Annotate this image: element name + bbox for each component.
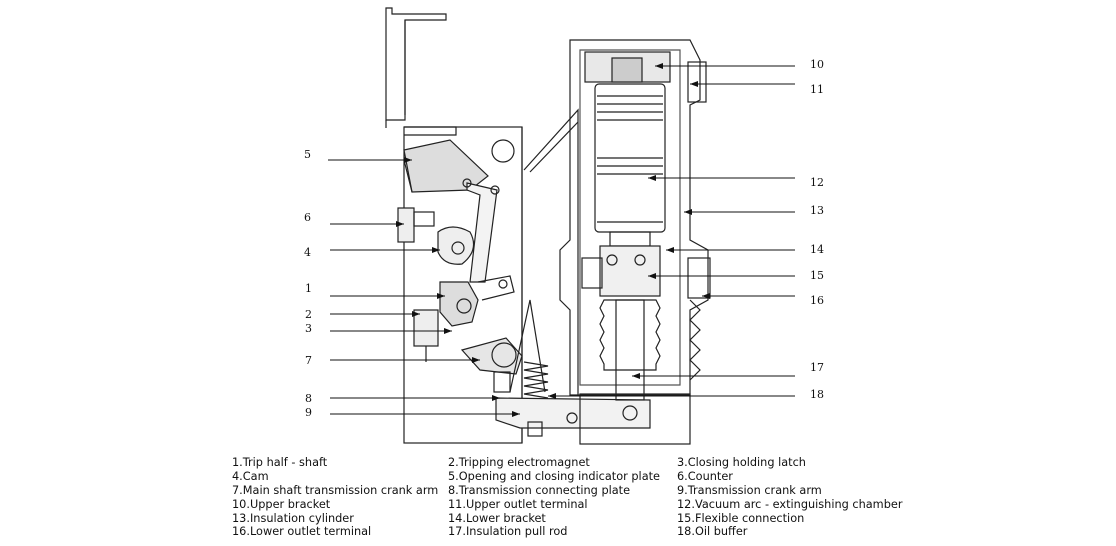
legend-item: 11.Upper outlet terminal <box>448 497 588 511</box>
legend-item: 10.Upper bracket <box>232 497 331 511</box>
callout-12: 12 <box>810 176 824 189</box>
legend-item: 13.Insulation cylinder <box>232 511 354 525</box>
trip-electromagnet <box>413 309 439 347</box>
callout-2: 2 <box>305 308 312 321</box>
legend-item: 4.Cam <box>232 469 269 483</box>
frame-hole <box>491 139 515 163</box>
legend-item: 8.Transmission connecting plate <box>448 483 631 497</box>
circuit-breaker-diagram: 5 6 4 1 2 3 7 8 9 10 11 12 13 14 15 16 1… <box>304 7 824 445</box>
callout-8: 8 <box>305 392 312 405</box>
callout-13: 13 <box>810 204 824 217</box>
main-shaft <box>491 342 517 368</box>
lower-terminal <box>687 257 711 299</box>
callout-11: 11 <box>810 83 824 96</box>
legend-item: 17.Insulation pull rod <box>448 525 568 539</box>
buffer-spring <box>523 361 549 399</box>
callout-1: 1 <box>305 282 312 295</box>
legend-item: 15.Flexible connection <box>677 511 805 525</box>
legend-item: 9.Transmission crank arm <box>677 483 822 497</box>
legend-item: 1.Trip half - shaft <box>232 456 328 469</box>
callout-14: 14 <box>810 243 824 256</box>
insulation-cylinder <box>559 39 709 396</box>
callout-7: 7 <box>305 354 312 367</box>
callout-16: 16 <box>810 294 824 307</box>
legend-item: 12.Vacuum arc - extinguishing chamber <box>677 497 903 511</box>
oil-buffer <box>579 393 691 445</box>
pull-rod <box>615 299 645 401</box>
callout-17: 17 <box>810 361 824 374</box>
callout-18: 18 <box>810 388 824 401</box>
cam <box>437 226 475 265</box>
legend-item: 7.Main shaft transmission crank arm <box>232 483 439 497</box>
bellows <box>599 299 661 371</box>
lower-bracket <box>599 245 661 297</box>
upper-terminal <box>687 61 707 103</box>
parts-legend: 1.Trip half - shaft 2.Tripping electroma… <box>232 456 932 542</box>
callout-9: 9 <box>305 406 312 419</box>
callout-4: 4 <box>304 246 311 259</box>
legend-item: 3.Closing holding latch <box>677 456 806 469</box>
callout-6: 6 <box>304 211 311 224</box>
legend-item: 6.Counter <box>677 469 733 483</box>
legend-item: 2.Tripping electromagnet <box>448 456 590 469</box>
top-plate <box>385 7 447 121</box>
callout-10: 10 <box>810 58 824 71</box>
indicator-plate <box>403 139 489 193</box>
legend-item: 18.Oil buffer <box>677 525 748 539</box>
legend-item: 14.Lower bracket <box>448 511 546 525</box>
callout-3: 3 <box>305 322 312 335</box>
callout-5: 5 <box>304 148 311 161</box>
legend-item: 5.Opening and closing indicator plate <box>448 469 660 483</box>
callout-15: 15 <box>810 269 824 282</box>
legend-item: 16.Lower outlet terminal <box>232 525 372 539</box>
